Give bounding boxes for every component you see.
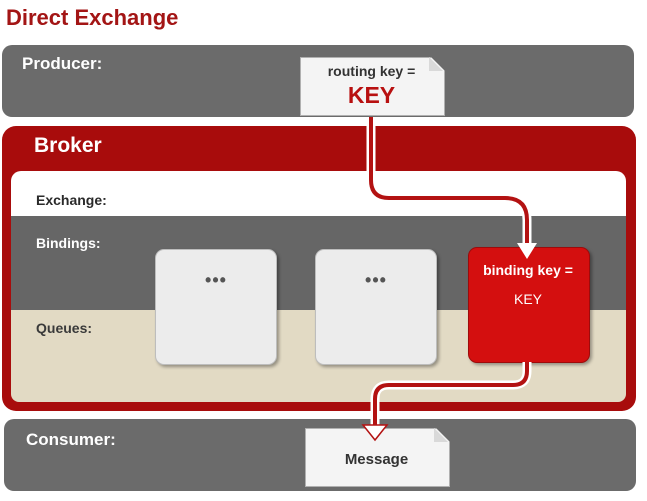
queue-placeholder-dots: ••• <box>365 270 387 290</box>
exchange-label: Exchange: <box>36 192 107 208</box>
queue-card-2: ••• <box>315 249 437 365</box>
consumer-label: Consumer: <box>26 430 116 449</box>
routing-key-message <box>300 57 445 116</box>
queue-placeholder-dots: ••• <box>205 270 227 290</box>
routing-key-label: routing key = <box>327 63 416 79</box>
routing-key-value: KEY <box>347 82 396 108</box>
bindings-label: Bindings: <box>36 235 101 251</box>
queues-label: Queues: <box>36 320 93 336</box>
diagram-title: Direct Exchange <box>6 5 179 30</box>
message-label: Message <box>344 451 409 468</box>
broker-label: Broker <box>34 134 102 157</box>
binding-key-value: KEY <box>513 291 542 307</box>
producer-label: Producer: <box>22 54 103 73</box>
queue-card-1: ••• <box>155 249 277 365</box>
binding-key-label: binding key = <box>483 262 573 278</box>
